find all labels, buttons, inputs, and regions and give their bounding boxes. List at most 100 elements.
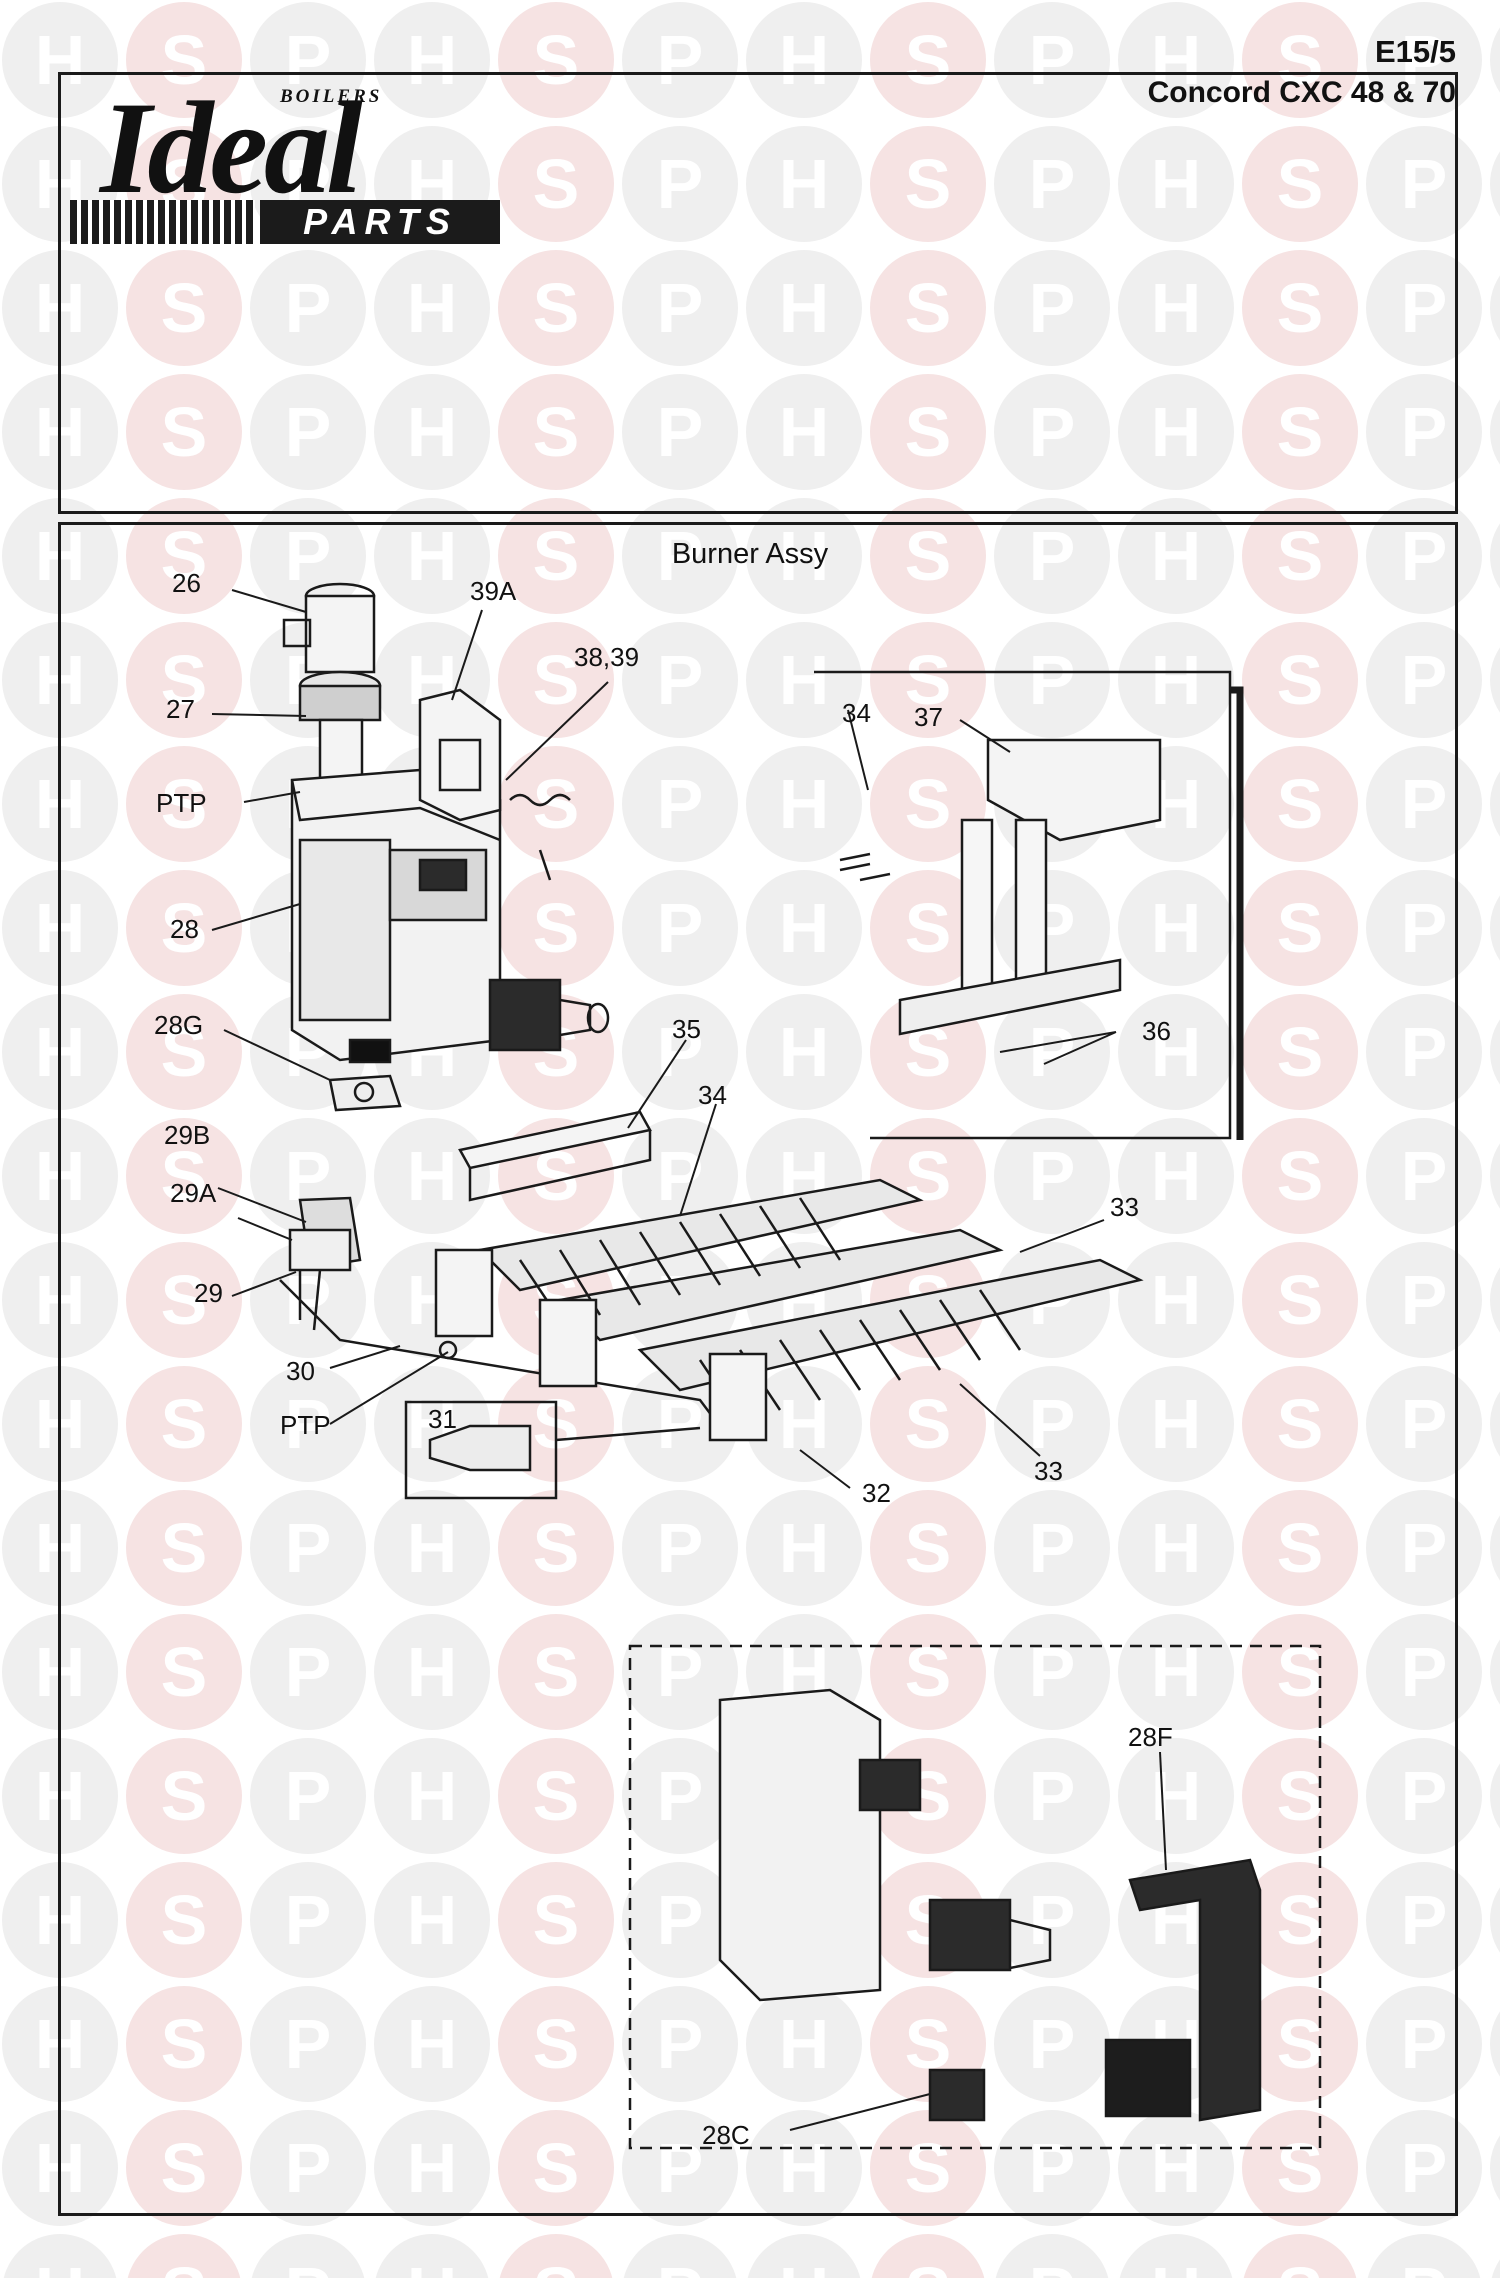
watermark-letter: S <box>1277 2005 1324 2083</box>
watermark-circle <box>1490 1143 1500 1209</box>
watermark-circle <box>1490 151 1500 217</box>
watermark-letter: S <box>533 269 580 347</box>
watermark-letter: P <box>657 2005 704 2083</box>
watermark-letter: S <box>533 393 580 471</box>
watermark-circle <box>622 1614 738 1730</box>
watermark-circle <box>1242 746 1358 862</box>
watermark-circle <box>1118 1118 1234 1234</box>
watermark-circle <box>498 622 614 738</box>
watermark-letter: H <box>779 1385 830 1463</box>
watermark-letter: P <box>657 1013 704 1091</box>
watermark-circle <box>126 1614 242 1730</box>
watermark-circle <box>498 2 614 118</box>
callout-28: 28 <box>170 914 199 944</box>
watermark-letter: S <box>905 641 952 719</box>
watermark-circle <box>1242 622 1358 738</box>
watermark-letter: P <box>1029 1881 1076 1959</box>
watermark-letter: H <box>779 21 830 99</box>
watermark-circle <box>1242 1242 1358 1358</box>
watermark-letter: H <box>1151 641 1202 719</box>
watermark-circle <box>498 374 614 490</box>
watermark-circle <box>870 622 986 738</box>
watermark-circle <box>746 498 862 614</box>
watermark-letter: P <box>657 1757 704 1835</box>
watermark-letter: H <box>1151 393 1202 471</box>
watermark-letter: P <box>1401 1385 1448 1463</box>
burner-tubes <box>434 1178 1144 1442</box>
watermark-circle <box>1366 622 1482 738</box>
watermark-circle <box>498 126 614 242</box>
watermark-circle <box>126 1118 242 1234</box>
watermark-letter: S <box>161 1013 208 1091</box>
callout-26: 26 <box>172 568 201 598</box>
watermark-circle <box>374 1614 490 1730</box>
callout-33-lower: 33 <box>1034 1456 1063 1486</box>
watermark-letter: H <box>1151 1757 1202 1835</box>
watermark-circle <box>1366 126 1482 242</box>
watermark-circle <box>1366 1986 1482 2102</box>
watermark-letter: S <box>533 1757 580 1835</box>
watermark-circle <box>1118 250 1234 366</box>
watermark-circle <box>126 870 242 986</box>
watermark-circle <box>374 2110 490 2226</box>
watermark-circle <box>870 2110 986 2226</box>
watermark-circle <box>250 1490 366 1606</box>
watermark-letter: H <box>1151 1261 1202 1339</box>
watermark-circle <box>1242 870 1358 986</box>
watermark-circle <box>1118 1490 1234 1606</box>
watermark-letter: P <box>657 765 704 843</box>
watermark-letter: P <box>1029 393 1076 471</box>
watermark-circle <box>1366 374 1482 490</box>
watermark-circle <box>126 1862 242 1978</box>
watermark-letter: S <box>1277 641 1324 719</box>
watermark-circle <box>1366 1614 1482 1730</box>
watermark-letter: S <box>1277 1261 1324 1339</box>
watermark-circle <box>1242 126 1358 242</box>
watermark-letter: S <box>1277 1137 1324 1215</box>
gas-valve-part <box>290 768 610 1064</box>
watermark-circle <box>994 1862 1110 1978</box>
diagram-frame <box>58 522 1458 2216</box>
watermark-circle <box>994 2 1110 118</box>
watermark-circle <box>870 1366 986 1482</box>
logo-boilers-text: BOILERS <box>280 86 383 107</box>
watermark-letter: P <box>1401 517 1448 595</box>
watermark-circle <box>1366 1366 1482 1482</box>
watermark-circle <box>622 374 738 490</box>
callout-34-main: 34 <box>698 1080 727 1110</box>
watermark-circle <box>1242 1614 1358 1730</box>
callout-35: 35 <box>672 1014 701 1044</box>
watermark-circle <box>746 994 862 1110</box>
watermark-circle <box>374 498 490 614</box>
watermark-circle <box>994 622 1110 738</box>
watermark-letter: S <box>533 21 580 99</box>
model-title: Concord CXC 48 & 70 <box>1147 76 1456 109</box>
watermark-circle <box>1490 1515 1500 1581</box>
watermark-letter: S <box>1277 145 1324 223</box>
callout-33-upper: 33 <box>1110 1192 1139 1222</box>
watermark-letter: H <box>779 2005 830 2083</box>
diagram-title: Burner Assy <box>671 538 829 570</box>
watermark-letter: S <box>905 1509 952 1587</box>
watermark-letter: S <box>1277 269 1324 347</box>
watermark-letter: P <box>1029 1013 1076 1091</box>
watermark-letter: P <box>1029 517 1076 595</box>
callout-29a: 29A <box>170 1178 217 1208</box>
watermark-circle <box>870 1614 986 1730</box>
logo-parts-text: PARTS <box>260 200 500 244</box>
watermark-letter: S <box>161 641 208 719</box>
callout-28c: 28C <box>702 2120 750 2150</box>
watermark-letter: S <box>161 1509 208 1587</box>
watermark-circle <box>994 994 1110 1110</box>
watermark-letter: S <box>161 1261 208 1339</box>
watermark-circle <box>499 2234 613 2278</box>
watermark-circle <box>1366 498 1482 614</box>
watermark-circle <box>375 2234 489 2278</box>
watermark-circle <box>622 1490 738 1606</box>
watermark-letter: S <box>161 2005 208 2083</box>
watermark-circle <box>1118 2110 1234 2226</box>
watermark-letter: P <box>1401 2253 1448 2278</box>
callout-ptp-valve: PTP <box>156 788 207 818</box>
watermark-circle <box>250 2110 366 2226</box>
watermark-circle <box>1118 1738 1234 1854</box>
